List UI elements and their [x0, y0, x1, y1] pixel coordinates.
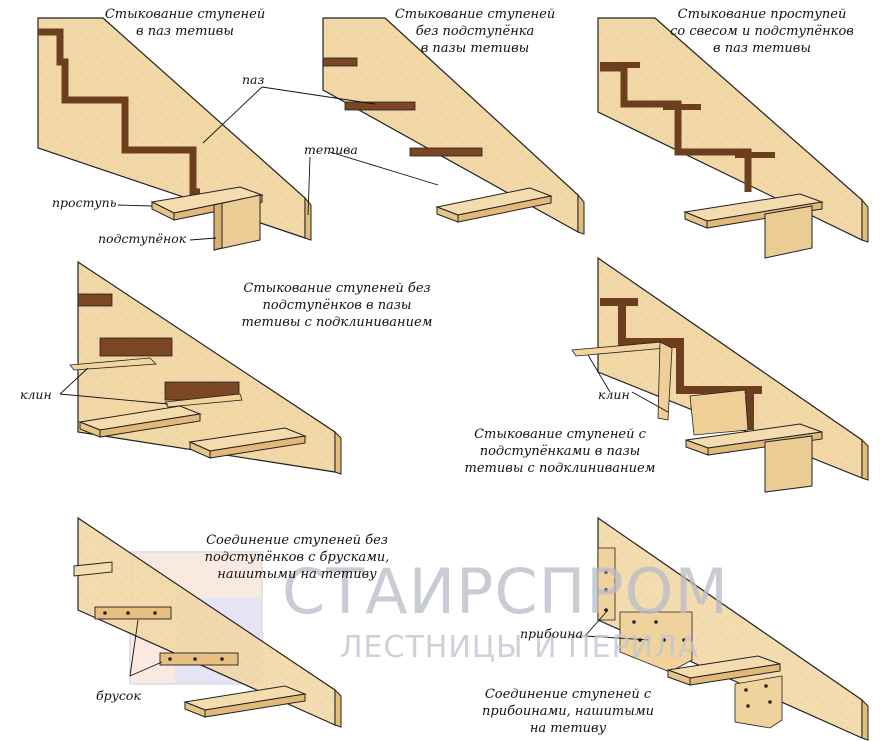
label-groove: паз [242, 72, 265, 87]
panel-7-drawing [597, 516, 869, 741]
caption-panel-2: Стыкование ступеней без подступёнка в па… [394, 7, 556, 56]
leader-lines [59, 86, 669, 677]
label-cleat: прибоина [520, 626, 583, 641]
watermark-tagline: ЛЕСТНИЦЫ И ПЕРИЛА [340, 630, 700, 665]
caption-panel-7: Соединение ступеней с прибоинами, нашиты… [482, 687, 654, 736]
caption-panel-4: Стыкование ступеней без подступёнков в п… [241, 281, 433, 330]
caption-panel-3: Стыкование проступей со свесом и подступ… [670, 7, 854, 56]
watermark-brand: СТАИРСПРОМ [282, 555, 729, 628]
panel-6-drawing [73, 516, 342, 728]
caption-panel-6: Соединение ступеней без подступёнков с б… [204, 533, 390, 582]
label-wedge-right: клин [598, 387, 630, 402]
label-wedge-left: клин [20, 387, 52, 402]
label-riser: подступёнок [98, 231, 187, 246]
panel-1-drawing [37, 17, 312, 251]
panel-4-drawing [69, 260, 342, 475]
label-tread: проступь [52, 195, 117, 210]
label-stringer: тетива [304, 142, 358, 157]
caption-panel-5: Стыкование ступеней с подступёнками в па… [464, 427, 656, 476]
panel-2-drawing [322, 17, 585, 235]
panel-5-drawing [571, 256, 869, 493]
panel-3-drawing [597, 17, 869, 259]
label-batten: брусок [96, 688, 141, 703]
caption-panel-1: Стыкование ступеней в паз тетивы [104, 7, 266, 39]
